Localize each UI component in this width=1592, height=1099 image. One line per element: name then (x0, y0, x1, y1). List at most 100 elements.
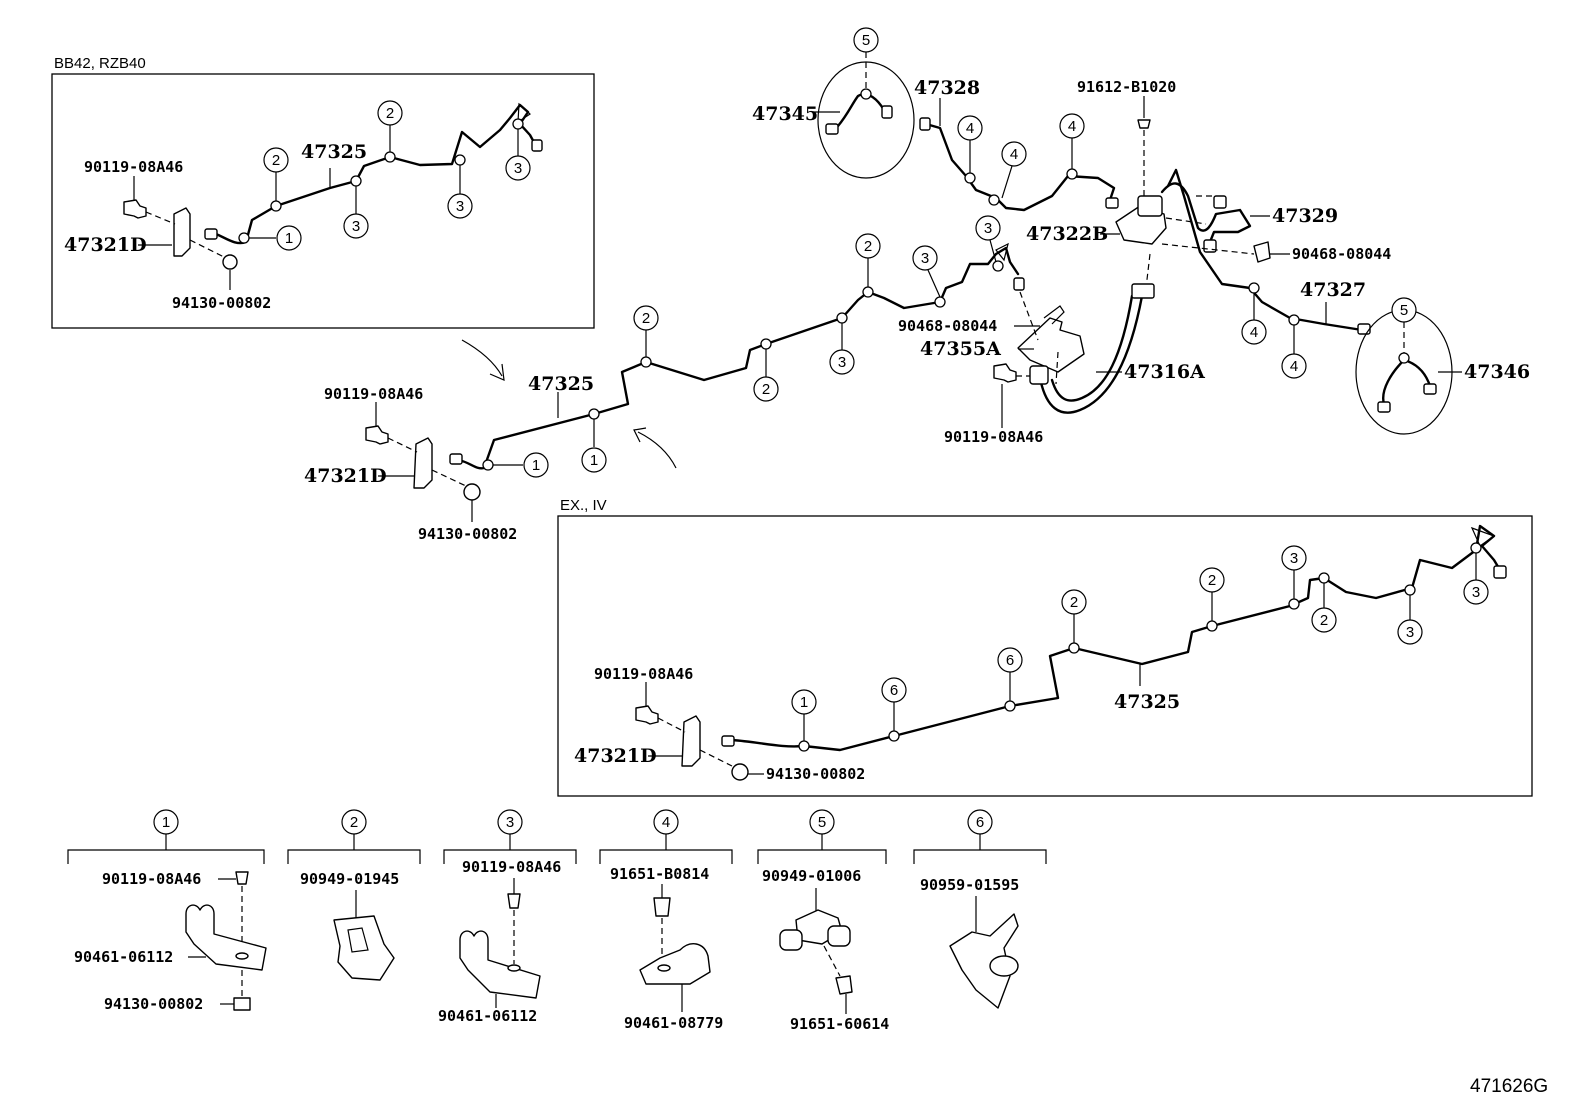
bolt-icon (993, 363, 1017, 383)
brake-pipe-47345 (836, 93, 886, 128)
svg-text:1: 1 (285, 230, 293, 247)
part-label-47346: 47346 (1464, 361, 1530, 383)
legend-3: 3 90119-08A46 90461-06112 (438, 809, 577, 1025)
part-label-47345: 47345 (752, 103, 818, 125)
callout-1: 1 (153, 809, 179, 835)
callout-3: 3 (343, 213, 369, 239)
part-label-90468: 90468-08044 (1292, 245, 1391, 263)
fitting-nut-icon (1013, 277, 1025, 291)
legend-part-label: 90461-08779 (624, 1014, 723, 1032)
clip-90468-icon (1253, 241, 1271, 263)
clamp-90461-08779-icon (639, 943, 711, 985)
callout-3: 3 (1397, 619, 1423, 645)
clip-point (384, 151, 396, 163)
callout-1: 1 (276, 225, 302, 251)
legend-part-label: 90461-06112 (74, 948, 173, 966)
clip-90468-icon (1043, 305, 1065, 325)
pipe-flare-icon (995, 242, 1009, 262)
svg-text:2: 2 (1208, 572, 1216, 589)
callout-3: 3 (497, 809, 523, 835)
part-label-47327: 47327 (1300, 279, 1366, 301)
svg-text:4: 4 (662, 814, 670, 831)
brake-pipe-47329 (1160, 182, 1252, 244)
inset-frame (51, 73, 595, 329)
svg-text:6: 6 (890, 682, 898, 699)
svg-text:1: 1 (800, 694, 808, 711)
svg-text:3: 3 (352, 218, 360, 235)
svg-text:1: 1 (162, 814, 170, 831)
callout-3: 3 (829, 349, 855, 375)
part-label-90119: 90119-08A46 (84, 158, 183, 176)
callout-6: 6 (881, 677, 907, 703)
hose-fitting-icon (1131, 283, 1155, 299)
clip-point (862, 286, 874, 298)
svg-text:1: 1 (590, 452, 598, 469)
brake-pipe-47327 (1166, 168, 1364, 332)
svg-text:2: 2 (642, 310, 650, 327)
legend-1: 1 90119-08A46 90461-06112 94130-00802 (67, 809, 267, 1013)
clamp-90461-icon (459, 930, 541, 999)
callout-1: 1 (581, 447, 607, 473)
part-label-90119: 90119-08A46 (324, 385, 423, 403)
clip-point (454, 154, 466, 166)
clip-90949-icon (333, 915, 395, 981)
legend-part-label: 90959-01595 (920, 876, 1019, 894)
nut-icon (233, 997, 251, 1011)
callout-2: 2 (1061, 589, 1087, 615)
pipe-flare-icon (1470, 526, 1496, 547)
legend-part-label: 90119-08A46 (462, 858, 561, 876)
part-label-90119: 90119-08A46 (944, 428, 1043, 446)
clip-point (760, 338, 772, 350)
clip-90959-icon (949, 913, 1019, 1009)
part-label-90468: 90468-08044 (898, 317, 997, 335)
callout-4: 4 (1001, 141, 1027, 167)
detail-loop (1355, 309, 1453, 435)
hose-fitting-icon (1029, 365, 1049, 385)
svg-text:3: 3 (1472, 584, 1480, 601)
inset-caption-bb42: BB42, RZB40 (54, 55, 146, 72)
callout-4: 4 (653, 809, 679, 835)
part-label-47325: 47325 (1114, 691, 1180, 713)
bolt-icon (1137, 119, 1151, 129)
bracket-47321D (173, 207, 191, 257)
callout-3: 3 (505, 155, 531, 181)
callout-2: 2 (341, 809, 367, 835)
part-label-47329: 47329 (1272, 205, 1338, 227)
inset-frame (557, 515, 1533, 797)
part-label-47322B: 47322B (1026, 223, 1108, 245)
three-way-joint-icon (1137, 195, 1163, 217)
svg-text:5: 5 (1400, 302, 1408, 319)
legend-part-label: 91651-B0814 (610, 865, 709, 883)
part-label-94130: 94130-00802 (766, 765, 865, 783)
part-label-47321D: 47321D (64, 234, 147, 256)
svg-text:4: 4 (1290, 358, 1298, 375)
inset-bb42-rzb40: BB42, RZB40 1 2 3 2 3 3 47325 (51, 55, 595, 329)
legend-6: 6 90959-01595 (913, 809, 1047, 1009)
arrow-icon (637, 431, 677, 469)
fitting-nut-icon (1105, 197, 1119, 209)
callout-5: 5 (853, 27, 879, 53)
legend-part-label: 90949-01006 (762, 867, 861, 885)
callout-3: 3 (1463, 579, 1489, 605)
bolt-icon (365, 425, 389, 445)
clip-point (482, 459, 494, 471)
figure-id: 471626G (1470, 1076, 1548, 1097)
callout-3: 3 (975, 215, 1001, 241)
svg-text:2: 2 (272, 152, 280, 169)
hose-outline-icon (1050, 294, 1134, 402)
svg-text:3: 3 (514, 160, 522, 177)
svg-text:2: 2 (386, 105, 394, 122)
part-label-47321D: 47321D (304, 465, 387, 487)
callout-2: 2 (753, 376, 779, 402)
clip-point (588, 408, 600, 420)
clip-point (934, 296, 946, 308)
fitting-nut-icon (449, 453, 463, 465)
nut-icon (463, 483, 481, 501)
callout-1: 1 (523, 452, 549, 478)
clip-point (836, 312, 848, 324)
svg-text:6: 6 (976, 814, 984, 831)
bolt-icon (635, 705, 659, 725)
callout-6: 6 (997, 647, 1023, 673)
bolt-icon (123, 199, 147, 219)
